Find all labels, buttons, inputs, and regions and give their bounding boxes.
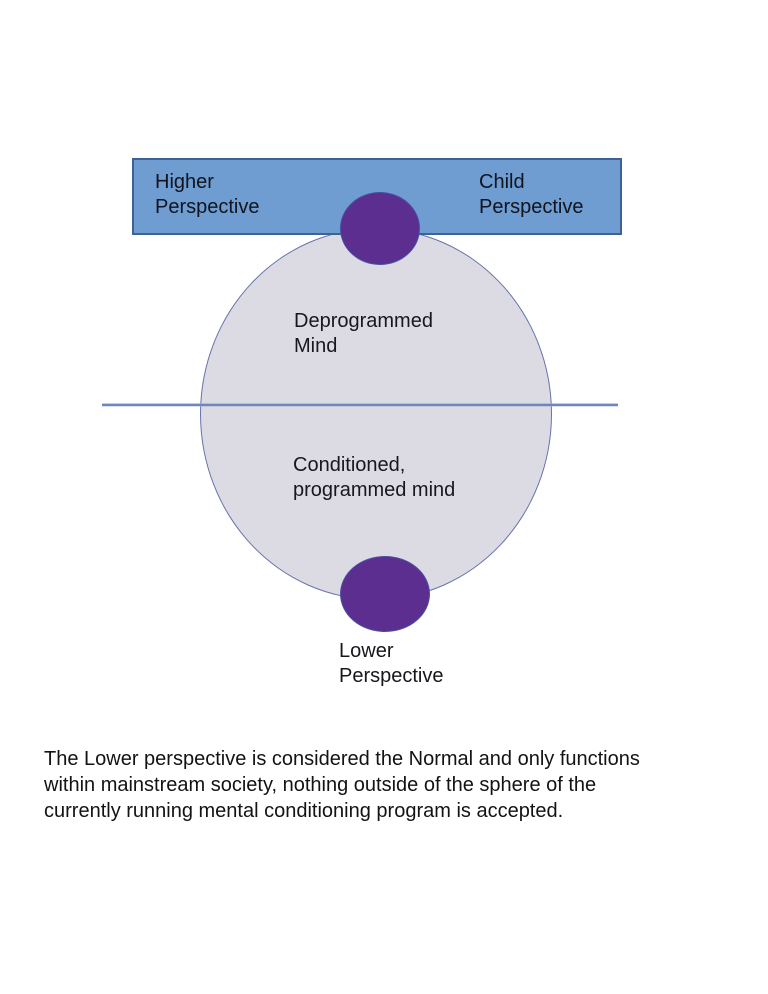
higher-perspective-label: Higher Perspective: [155, 170, 260, 220]
label-line: Conditioned,: [293, 454, 406, 476]
conditioned-mind-label: Conditioned, programmed mind: [293, 453, 455, 503]
caption-paragraph: The Lower perspective is considered the …: [44, 746, 640, 824]
divider-line: [102, 404, 618, 406]
label-line: Higher: [155, 171, 214, 193]
label-line: programmed mind: [293, 479, 456, 501]
bottom-node-ellipse: [340, 556, 430, 632]
deprogrammed-mind-label: Deprogrammed Mind: [294, 309, 433, 359]
top-node-ellipse: [340, 192, 420, 265]
label-line: Mind: [294, 335, 338, 357]
label-line: Perspective: [155, 196, 260, 218]
label-line: Perspective: [479, 196, 584, 218]
caption-line: currently running mental conditioning pr…: [44, 800, 564, 822]
label-line: Lower: [339, 640, 394, 662]
lower-perspective-label: Lower Perspective: [339, 639, 444, 689]
mind-circle-shape: [200, 228, 552, 600]
caption-line: The Lower perspective is considered the …: [44, 748, 640, 770]
label-line: Perspective: [339, 665, 444, 687]
child-perspective-label: Child Perspective: [479, 170, 584, 220]
caption-line: within mainstream society, nothing outsi…: [44, 774, 597, 796]
label-line: Deprogrammed: [294, 310, 433, 332]
label-line: Child: [479, 171, 525, 193]
